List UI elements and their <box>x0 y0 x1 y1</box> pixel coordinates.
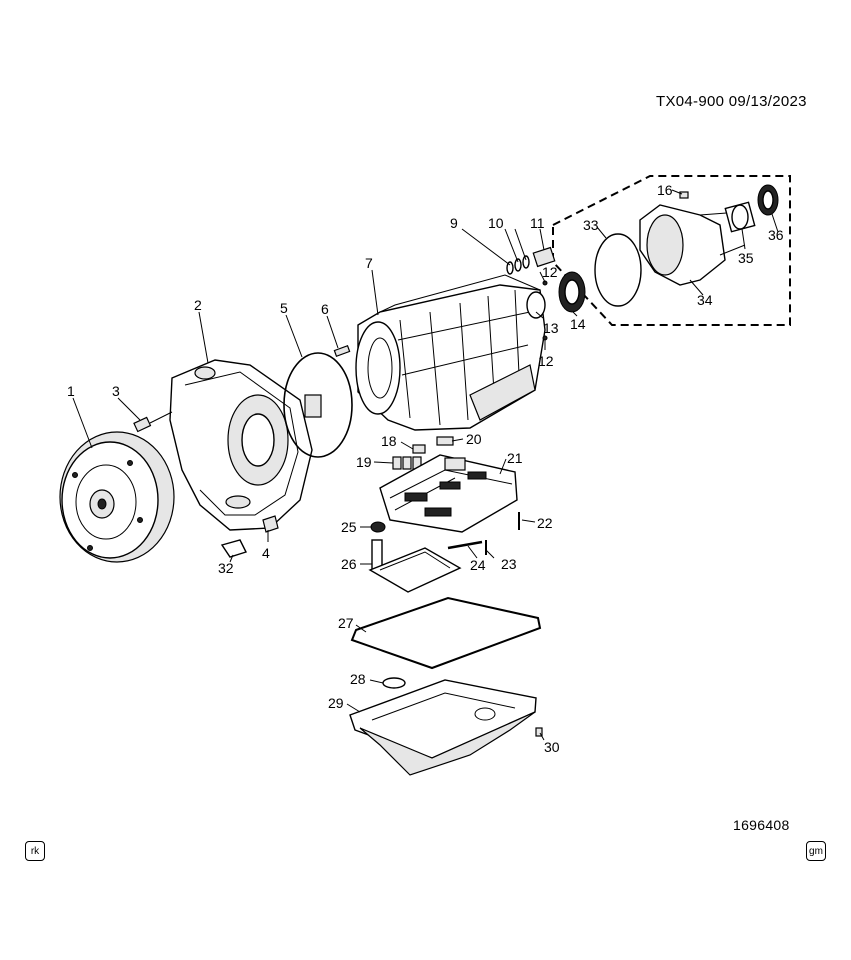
callout-32: 32 <box>218 560 234 576</box>
extension-bolt <box>679 191 689 199</box>
callout-2: 2 <box>194 297 202 313</box>
callout-7: 7 <box>365 255 373 271</box>
callout-23: 23 <box>501 556 517 572</box>
pan-gasket <box>350 596 542 670</box>
callout-25: 25 <box>341 519 357 535</box>
rk-badge: rk <box>25 841 45 861</box>
callout-18: 18 <box>381 433 397 449</box>
callout-21: 21 <box>507 450 523 466</box>
callout-14: 14 <box>570 316 586 332</box>
housing-bolt <box>133 411 173 433</box>
oil-pan <box>349 679 537 776</box>
callout-4: 4 <box>262 545 270 561</box>
callout-28: 28 <box>350 671 366 687</box>
callout-12-bottom: 12 <box>538 353 554 369</box>
extension-o-ring <box>594 233 642 307</box>
callout-22: 22 <box>537 515 553 531</box>
callout-19: 19 <box>356 454 372 470</box>
extension-housing-group-box <box>552 175 791 326</box>
dowel-pin <box>333 345 351 357</box>
extension-housing <box>639 204 746 286</box>
callout-27: 27 <box>338 615 354 631</box>
callout-11: 11 <box>530 215 545 231</box>
callout-13: 13 <box>543 320 559 336</box>
pump-seal-ring <box>283 352 353 458</box>
callout-9: 9 <box>450 215 458 231</box>
callout-29: 29 <box>328 695 344 711</box>
callout-5: 5 <box>280 300 288 316</box>
transfer-tube <box>447 540 483 550</box>
callout-1: 1 <box>67 383 75 399</box>
callout-6: 6 <box>321 301 329 317</box>
callout-34: 34 <box>697 292 713 308</box>
callout-35: 35 <box>738 250 754 266</box>
rear-seal <box>558 271 586 313</box>
illustration-number: 1696408 <box>733 817 790 833</box>
output-shaft-components <box>506 246 556 341</box>
housing-clip <box>262 515 279 533</box>
torque-converter <box>59 431 175 563</box>
callout-24: 24 <box>470 557 486 573</box>
leader-lines <box>72 189 779 741</box>
extension-seal <box>757 184 779 216</box>
extension-bushing <box>724 201 756 233</box>
callout-labels: 1 2 3 4 5 6 7 9 10 11 12 12 13 14 16 18 … <box>67 182 784 755</box>
diagram-code: TX04-900 09/13/2023 <box>656 93 807 110</box>
callout-10: 10 <box>488 215 504 231</box>
oil-filter <box>368 539 462 593</box>
sleeve-ring <box>526 291 546 319</box>
filter-seal <box>370 521 386 533</box>
callout-33: 33 <box>583 217 599 233</box>
cover-plate <box>220 539 247 558</box>
callout-30: 30 <box>544 739 560 755</box>
pan-magnet <box>382 677 406 689</box>
callout-20: 20 <box>466 431 482 447</box>
callout-16: 16 <box>657 182 673 198</box>
drain-plug <box>535 727 543 737</box>
callout-12-top: 12 <box>542 264 558 280</box>
callout-36: 36 <box>768 227 784 243</box>
transmission-case <box>355 274 546 431</box>
control-valve-body <box>379 454 518 533</box>
converter-housing <box>169 359 322 531</box>
callout-26: 26 <box>341 556 357 572</box>
callout-3: 3 <box>112 383 120 399</box>
gm-logo-badge: gm <box>806 841 826 861</box>
